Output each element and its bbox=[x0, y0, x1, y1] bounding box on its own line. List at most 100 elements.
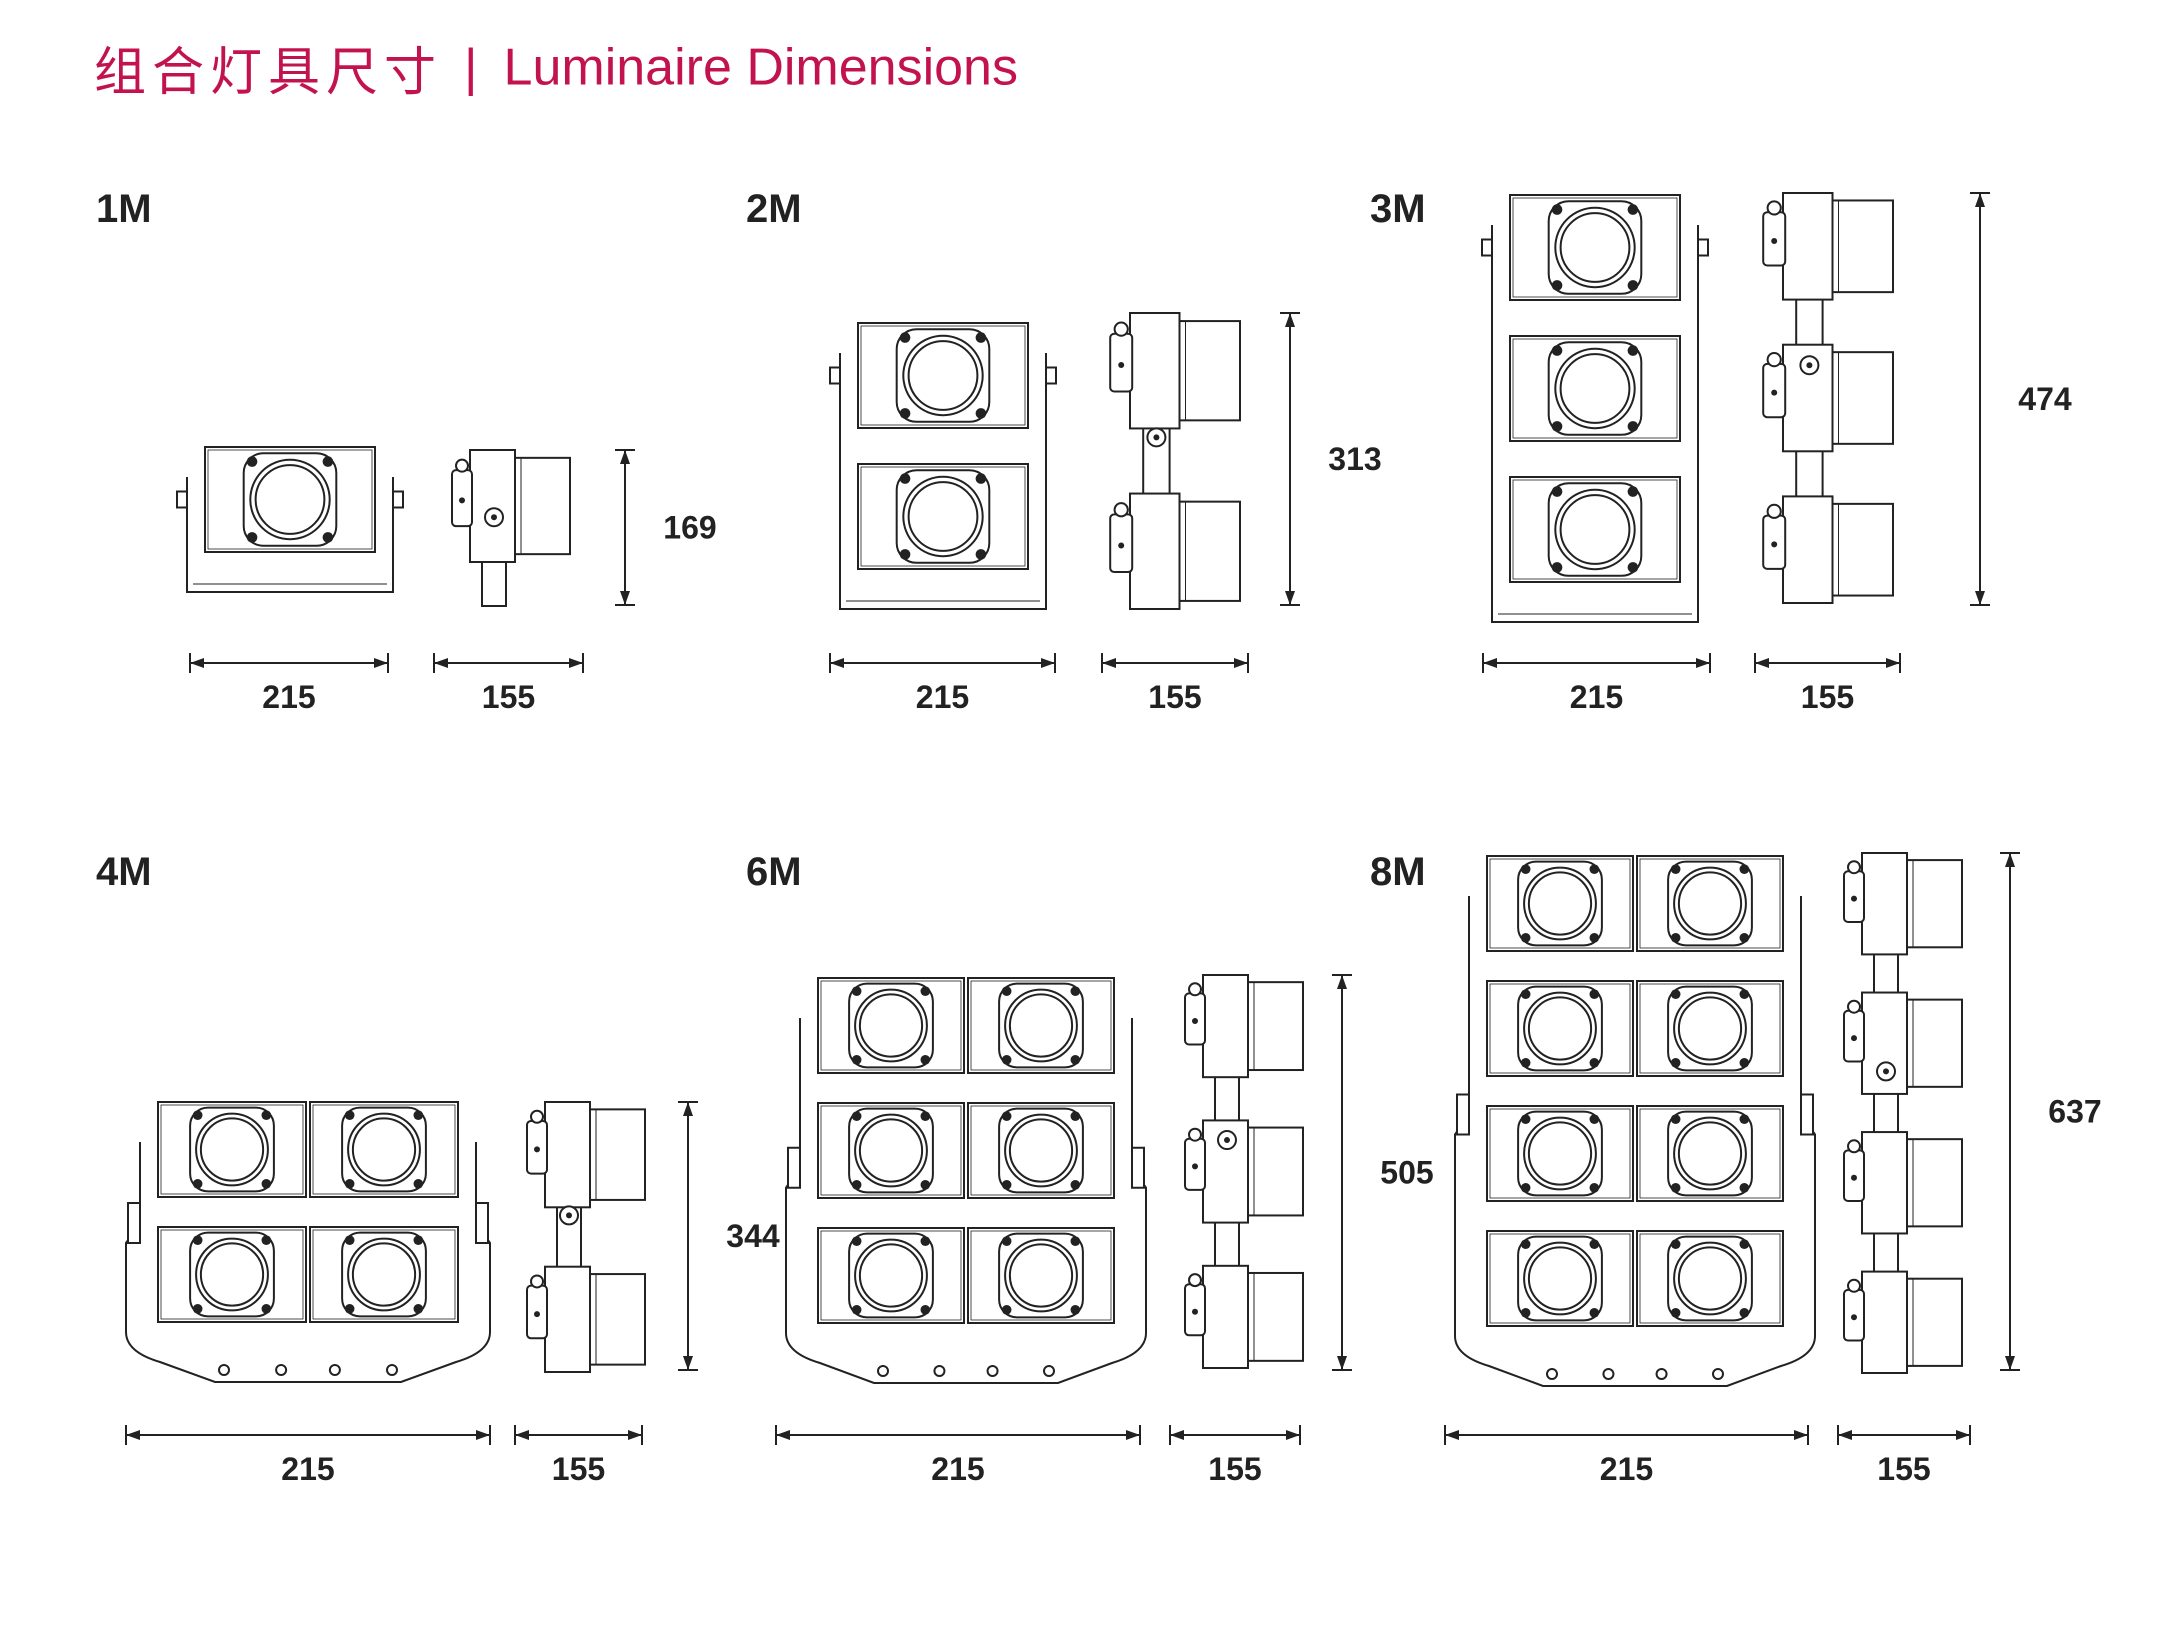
flange-bolt-icon bbox=[920, 1305, 931, 1315]
flange-bolt-icon bbox=[920, 1055, 931, 1065]
model-label: 4M bbox=[96, 850, 152, 894]
lens-flange bbox=[1517, 860, 1603, 947]
flange-bolt-icon bbox=[851, 1236, 862, 1246]
adjuster-screw-icon bbox=[1851, 895, 1857, 902]
model-label: 8M bbox=[1370, 850, 1426, 894]
arrowhead-left-icon bbox=[190, 658, 204, 668]
flange-bolt-icon bbox=[1001, 1305, 1012, 1315]
flange-bolt-icon bbox=[920, 1111, 931, 1121]
module-inner-edge bbox=[820, 1230, 962, 1321]
arrowhead-left-icon bbox=[126, 1430, 140, 1440]
flange-bolt-icon bbox=[975, 332, 987, 343]
lens-bezel bbox=[1554, 206, 1636, 289]
module-inner-edge bbox=[1512, 197, 1678, 298]
mounting-bracket bbox=[785, 1018, 1147, 1384]
flange-bolt-icon bbox=[1520, 1183, 1531, 1193]
mounting-bracket bbox=[186, 477, 394, 593]
flange-bolt-icon bbox=[1001, 1111, 1012, 1121]
flange-bolt-icon bbox=[1551, 204, 1563, 215]
module-housing bbox=[1486, 980, 1634, 1077]
module-housing bbox=[1486, 1105, 1634, 1202]
arrowhead-right-icon bbox=[1126, 1430, 1140, 1440]
pivot-bolt-icon bbox=[1456, 1093, 1470, 1136]
lens-flange bbox=[1547, 341, 1643, 436]
module-inner-edge bbox=[160, 1104, 304, 1195]
lens bbox=[858, 1118, 924, 1183]
module-inner-edge bbox=[820, 1105, 962, 1196]
module-housing bbox=[1636, 980, 1784, 1077]
flange-bolt-icon bbox=[1001, 986, 1012, 996]
dimension-label: 155 bbox=[1801, 679, 1854, 715]
flange-bolt-icon bbox=[261, 1179, 272, 1189]
flange-bolt-icon bbox=[1520, 1239, 1531, 1249]
pivot-bolt-icon bbox=[392, 490, 404, 509]
arrowhead-left-icon bbox=[434, 658, 448, 668]
arrowhead-down-icon bbox=[620, 591, 630, 605]
flange-bolt-icon bbox=[413, 1179, 424, 1189]
flange-bolt-icon bbox=[1739, 1239, 1750, 1249]
adjuster-knob-icon bbox=[1766, 200, 1782, 216]
dimension-label: 155 bbox=[1148, 679, 1201, 715]
side-view bbox=[1762, 192, 1894, 604]
side-lens-cap bbox=[1178, 320, 1241, 422]
flange-bolt-icon bbox=[192, 1110, 203, 1120]
module-housing bbox=[204, 446, 376, 553]
adjuster-knob-icon bbox=[530, 1274, 544, 1289]
bracket-hole-icon bbox=[986, 1365, 999, 1377]
arrowhead-right-icon bbox=[1286, 1430, 1300, 1440]
flange-bolt-icon bbox=[1520, 1308, 1531, 1318]
adjuster-screw-icon bbox=[1192, 1163, 1198, 1170]
side-view bbox=[1843, 852, 1963, 1374]
flange-bolt-icon bbox=[1670, 1114, 1681, 1124]
pivot-bolt-icon bbox=[1697, 238, 1709, 257]
flange-bolt-icon bbox=[1589, 1183, 1600, 1193]
flange-bolt-icon bbox=[1520, 989, 1531, 999]
flange-bolt-icon bbox=[1551, 421, 1563, 432]
flange-bolt-icon bbox=[246, 456, 258, 467]
dimension-label: 215 bbox=[281, 1451, 334, 1487]
pivot-bolt-icon bbox=[1131, 1146, 1145, 1189]
lens-flange bbox=[1517, 1235, 1603, 1322]
flange-bolt-icon bbox=[1070, 1180, 1081, 1190]
bracket-hole-icon bbox=[1546, 1368, 1558, 1380]
model-label: 6M bbox=[746, 850, 802, 894]
flange-bolt-icon bbox=[1070, 1236, 1081, 1246]
pivot-bolt-icon bbox=[475, 1202, 489, 1244]
lens-bezel bbox=[1673, 991, 1747, 1066]
mounting-bracket bbox=[839, 353, 1047, 610]
side-lens-cap bbox=[1906, 998, 1963, 1088]
lens-flange bbox=[848, 1232, 934, 1319]
lens-bezel bbox=[1673, 1241, 1747, 1316]
lens-bezel bbox=[1673, 866, 1747, 941]
mounting-bracket bbox=[1491, 225, 1699, 623]
lens-bezel bbox=[249, 458, 331, 541]
lens bbox=[1677, 1121, 1743, 1186]
flange-bolt-icon bbox=[1589, 1058, 1600, 1068]
side-lens-cap bbox=[1247, 1271, 1304, 1362]
side-body bbox=[1861, 852, 1908, 956]
lens-flange bbox=[1517, 1110, 1603, 1197]
flange-bolt-icon bbox=[851, 1111, 862, 1121]
title-chinese: 组合灯具尺寸 bbox=[94, 44, 443, 102]
flange-bolt-icon bbox=[899, 473, 911, 484]
module-housing bbox=[857, 463, 1029, 570]
pivot-center-icon bbox=[1224, 1137, 1230, 1144]
arrowhead-left-icon bbox=[776, 1430, 790, 1440]
flange-bolt-icon bbox=[413, 1235, 424, 1245]
flange-bolt-icon bbox=[1589, 1114, 1600, 1124]
flange-bolt-icon bbox=[1670, 1239, 1681, 1249]
dimension-label: 155 bbox=[1877, 1451, 1930, 1487]
module-inner-edge bbox=[160, 1229, 304, 1320]
adjuster-knob-icon bbox=[530, 1109, 544, 1124]
flange-bolt-icon bbox=[1670, 1058, 1681, 1068]
flange-bolt-icon bbox=[1070, 986, 1081, 996]
side-lens-cap bbox=[1247, 1126, 1304, 1217]
lens-bezel bbox=[347, 1237, 421, 1312]
adjuster-screw-icon bbox=[1851, 1035, 1857, 1042]
lens bbox=[199, 1117, 265, 1182]
adjuster-knob-icon bbox=[1847, 999, 1861, 1014]
flange-bolt-icon bbox=[1070, 1055, 1081, 1065]
lens-bezel bbox=[1523, 991, 1597, 1066]
